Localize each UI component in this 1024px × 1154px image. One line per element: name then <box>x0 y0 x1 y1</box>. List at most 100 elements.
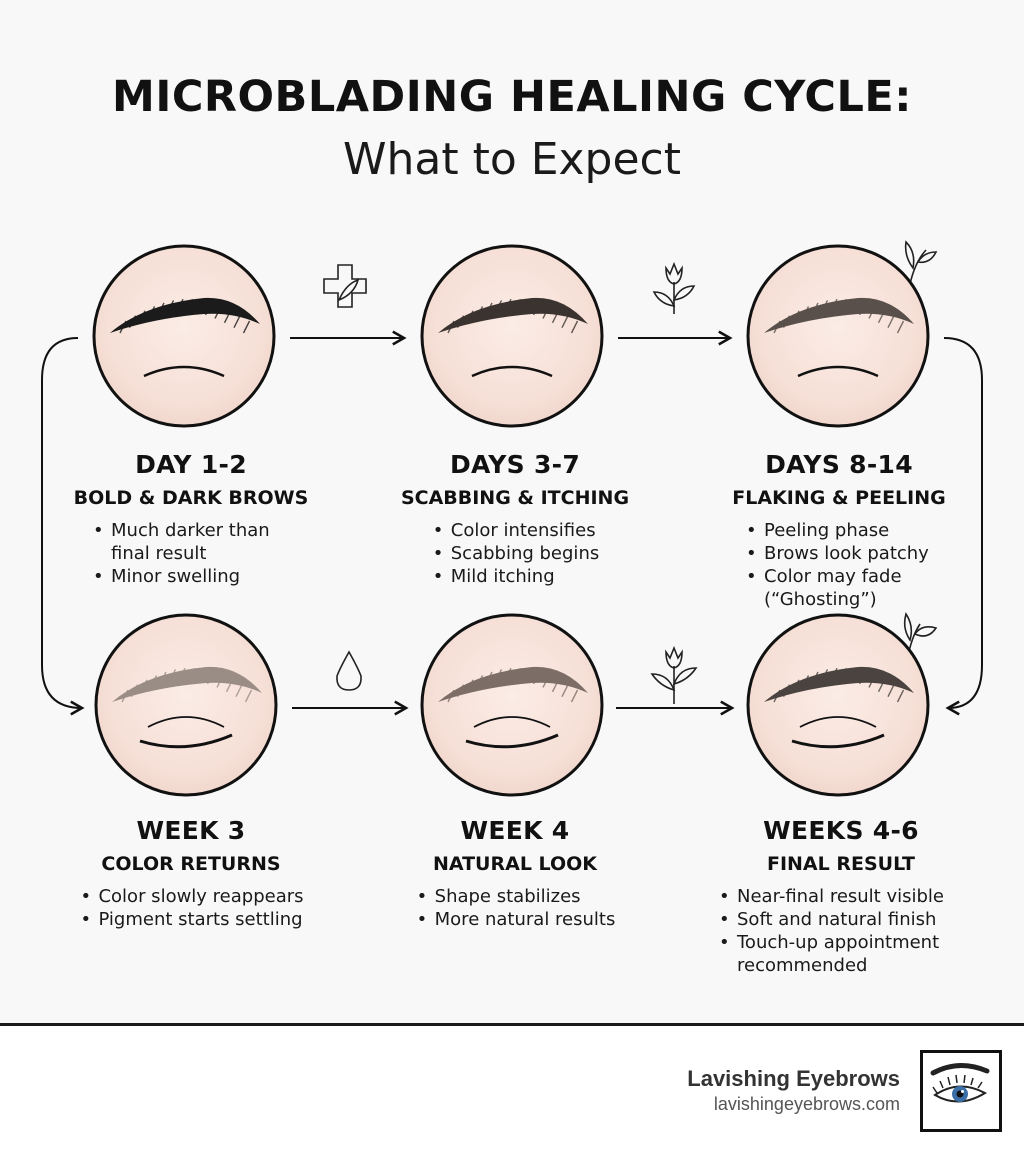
stage-subtitle: NATURAL LOOK <box>432 853 598 875</box>
bullet-item: Color slowly reappears <box>78 885 303 908</box>
brow-hair-stroke <box>197 669 205 682</box>
stage-illustrations <box>92 244 930 797</box>
brow-hair-stroke <box>204 302 213 316</box>
bullet-item: Scabbing begins <box>431 542 599 565</box>
water-drop-icon <box>336 650 362 691</box>
arrow-loop-left <box>41 337 85 716</box>
brow-hair-stroke <box>513 667 522 681</box>
brow-hair-stroke <box>121 689 129 703</box>
page-title: MICROBLADING HEALING CYCLE: <box>112 72 912 122</box>
brow-hair-stroke <box>830 667 838 681</box>
closed-eye-lashline <box>465 733 559 749</box>
bullet-item: Color may fade (“Ghosting”) <box>744 565 934 611</box>
brow-hair-stroke <box>858 671 867 685</box>
brand-block[interactable]: Lavishing Eyebrows lavishingeyebrows.com <box>687 1066 900 1115</box>
arrow-loop-right <box>943 337 983 716</box>
brow-hair-stroke <box>456 315 465 329</box>
brow-hair-stroke <box>830 298 838 312</box>
stage-title: WEEK 3 <box>136 816 246 845</box>
brow-hair-stroke <box>233 315 241 329</box>
connector-arrows <box>41 330 983 716</box>
stage-illustration <box>92 244 276 428</box>
brow-hair-stroke <box>868 306 876 319</box>
closed-eye-lashline <box>791 733 885 749</box>
brow-hair-stroke <box>157 302 165 316</box>
eyelid-line <box>797 365 879 378</box>
brow-hair-stroke <box>216 675 224 688</box>
eyelid-line <box>471 365 553 378</box>
brow-hair-stroke <box>447 320 455 334</box>
brow-hair-stroke <box>475 306 484 319</box>
eyebrow-shape <box>764 297 914 333</box>
brow-hair-stroke <box>570 320 579 334</box>
stage-day-1-2: DAY 1-2 BOLD & DARK BROWS Much darker th… <box>26 450 356 588</box>
footer-divider <box>0 1023 1024 1026</box>
brow-hair-stroke <box>849 300 857 313</box>
eyebrow-shape <box>110 297 260 333</box>
stage-week-4: WEEK 4 NATURAL LOOK Shape stabilizes Mor… <box>350 816 680 931</box>
brow-hair-stroke <box>896 689 905 703</box>
brow-hair-stroke <box>504 667 512 681</box>
stage-title: WEEK 4 <box>460 816 570 845</box>
bullet-item: Soft and natural finish <box>717 908 965 931</box>
stage-bullets: Near-final result visible Soft and natur… <box>717 885 965 977</box>
brow-hair-stroke <box>466 679 474 693</box>
brow-hair-stroke <box>447 689 455 703</box>
brow-hair-stroke <box>494 300 503 313</box>
eyebrow-shape <box>438 297 588 333</box>
page-subtitle: What to Expect <box>342 134 682 185</box>
stage-title: DAYS 3-7 <box>449 450 581 479</box>
bullet-item: Touch-up appointment recommended <box>717 931 965 977</box>
stage-circle <box>420 244 604 428</box>
brow-hair-stroke <box>877 310 886 324</box>
stage-bullets: Color slowly reappears Pigment starts se… <box>78 885 303 931</box>
brow-hair-stroke <box>176 298 184 312</box>
brow-hair-stroke <box>206 671 215 685</box>
eyelid-crease <box>473 716 551 728</box>
brow-hair-stroke <box>820 300 829 313</box>
brow-hair-stroke <box>159 671 167 685</box>
stage-subtitle: COLOR RETURNS <box>101 853 281 875</box>
brow-hair-stroke <box>839 298 848 312</box>
stage-bullets: Peeling phase Brows look patchy Color ma… <box>744 519 934 611</box>
brow-hair-stroke <box>792 679 800 693</box>
brow-hair-stroke <box>185 298 194 312</box>
brow-hair-stroke <box>801 675 810 688</box>
bullet-item: Color intensifies <box>431 519 599 542</box>
eyebrow-shape <box>438 666 588 702</box>
brow-hair-stroke <box>187 667 196 681</box>
brow-hair-stroke <box>149 675 158 688</box>
brow-hair-stroke <box>801 306 810 319</box>
brand-url[interactable]: lavishingeyebrows.com <box>713 1094 900 1114</box>
brow-hair-stroke <box>235 684 243 698</box>
brow-hair-stroke <box>561 684 569 698</box>
brow-hair-stroke <box>485 671 493 685</box>
brow-hair-stroke <box>166 300 175 313</box>
brand-logo[interactable] <box>920 1050 1002 1132</box>
eyebrow-shape <box>764 666 914 702</box>
brow-hair-stroke <box>896 320 905 334</box>
brand-name: Lavishing Eyebrows <box>687 1066 900 1091</box>
stage-illustration <box>746 244 930 428</box>
brow-hair-stroke <box>877 679 886 693</box>
stage-title: DAY 1-2 <box>135 450 247 479</box>
medical-cross-leaf-icon <box>323 264 367 308</box>
brow-hair-stroke <box>820 669 829 682</box>
stage-days-8-14: DAYS 8-14 FLAKING & PEELING Peeling phas… <box>674 450 1004 611</box>
brow-hair-stroke <box>839 667 848 681</box>
brow-hair-stroke <box>494 669 503 682</box>
brow-hair-stroke <box>532 671 541 685</box>
stage-subtitle: FLAKING & PEELING <box>732 487 946 509</box>
stage-title: WEEKS 4-6 <box>763 816 919 845</box>
brow-hair-stroke <box>119 320 127 334</box>
stage-title: DAYS 8-14 <box>765 450 913 479</box>
brow-hair-stroke <box>128 315 137 329</box>
brow-hair-stroke <box>542 306 550 319</box>
brow-hair-stroke <box>887 315 895 329</box>
eye-with-lashes-icon <box>930 1063 990 1103</box>
brow-hair-stroke <box>147 306 156 319</box>
brow-hair-stroke <box>504 298 512 312</box>
tulip-icon <box>652 261 696 314</box>
brow-hair-stroke <box>244 689 253 703</box>
stage-circle <box>420 613 604 797</box>
